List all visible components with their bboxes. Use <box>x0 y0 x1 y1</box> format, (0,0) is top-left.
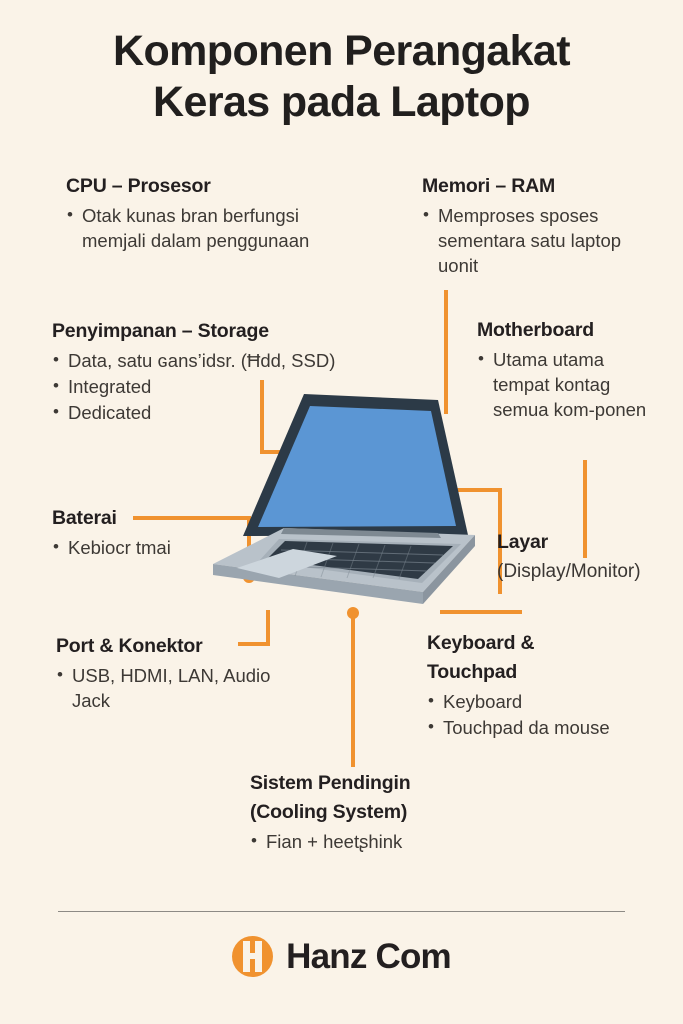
list-item: Kebiocr tmai <box>52 534 257 560</box>
list-item: Memproses sposes sementara satu laptop u… <box>422 202 657 278</box>
callout-cpu-heading: CPU – Prosesor <box>66 175 211 197</box>
callout-port-heading: Port & Konektor <box>56 635 203 657</box>
callout-cpu: CPU – Prosesor Otak kunas bran berfungsi… <box>66 174 316 254</box>
callout-cooling-list: Fian + heetʂhink <box>250 828 490 854</box>
callout-motherboard-list: Utama utama tempat kontag semua kom-pone… <box>477 346 657 422</box>
list-item: Data, satu ɢans’idsr. (Ħdd, SSD) <box>52 347 337 373</box>
callout-layar-subtitle: (Display/Monitor) <box>497 561 641 582</box>
callout-baterai-heading: Baterai <box>52 507 117 529</box>
footer-brand: Hanz Com <box>0 936 683 977</box>
callout-port: Port & Konektor USB, HDMI, LAN, Audio Ja… <box>56 634 286 714</box>
page-title-line-2: Keras pada Laptop <box>153 78 530 126</box>
callout-port-list: USB, HDMI, LAN, Audio Jack <box>56 662 286 713</box>
callout-cooling-heading-line-2: (Cooling System) <box>250 801 408 823</box>
list-item: Keyboard <box>427 688 662 714</box>
laptop-illustration <box>213 394 475 604</box>
callout-ram: Memori – RAM Memproses sposes sementara … <box>422 174 657 279</box>
callout-ram-list: Memproses sposes sementara satu laptop u… <box>422 202 657 278</box>
page-title-line-1: Komponen Perangakat <box>113 27 571 75</box>
list-item: Integrated <box>52 373 337 399</box>
callout-ram-heading: Memori – RAM <box>422 175 556 197</box>
list-item: Touchpad da mouse <box>427 714 662 740</box>
brand-name: Hanz Com <box>286 937 452 976</box>
list-item: Fian + heetʂhink <box>250 828 490 854</box>
callout-cpu-list: Otak kunas bran berfungsi memjali dalam … <box>66 202 316 253</box>
list-item: Utama utama tempat kontag semua kom-pone… <box>477 346 657 422</box>
laptop-base-side <box>423 535 475 604</box>
hanz-com-logo-icon <box>232 936 274 977</box>
callout-layar: Layar (Display/Monitor) <box>497 530 677 586</box>
list-item: USB, HDMI, LAN, Audio Jack <box>56 662 286 713</box>
logo-stroke-middle <box>243 953 263 959</box>
callout-storage-heading: Penyimpanan – Storage <box>52 320 269 342</box>
callout-baterai: Baterai Kebiocr tmai <box>52 506 257 561</box>
callout-keyboard-heading-line-2: Touchpad <box>427 661 518 683</box>
callout-storage-list: Data, satu ɢans’idsr. (Ħdd, SSD) Integra… <box>52 347 337 425</box>
callout-keyboard-list: Keyboard Touchpad da mouse <box>427 688 662 740</box>
callout-baterai-list: Kebiocr tmai <box>52 534 257 560</box>
callout-layar-heading: Layar <box>497 531 549 553</box>
callout-cooling-heading-line-1: Sistem Pendingin <box>250 772 411 794</box>
page-title: Komponen Perangakat Keras pada Laptop <box>0 26 683 128</box>
list-item: Dedicated <box>52 399 337 425</box>
laptop-screen <box>258 406 456 527</box>
callout-motherboard-heading: Motherboard <box>477 319 594 341</box>
laptop-hinge <box>281 528 441 538</box>
laptop-trackpad <box>237 549 337 578</box>
callout-motherboard: Motherboard Utama utama tempat kontag se… <box>477 318 657 423</box>
callout-keyboard: Keyboard & Touchpad Keyboard Touchpad da… <box>427 631 662 741</box>
laptop-keyboard <box>267 541 453 579</box>
callout-keyboard-heading-line-1: Keyboard & <box>427 632 535 654</box>
list-item: Otak kunas bran berfungsi memjali dalam … <box>66 202 316 253</box>
callout-cooling: Sistem Pendingin (Cooling System) Fian +… <box>250 771 490 855</box>
callout-storage: Penyimpanan – Storage Data, satu ɢans’id… <box>52 319 337 426</box>
footer-divider <box>58 911 625 912</box>
